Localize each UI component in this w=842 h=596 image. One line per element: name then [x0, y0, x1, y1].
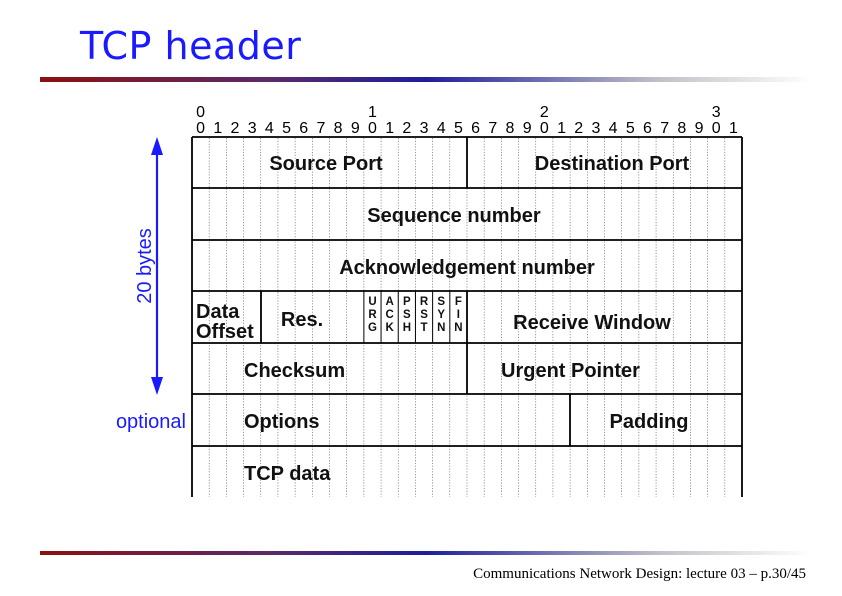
flag-letter: A	[386, 296, 394, 308]
receive-window-label: Receive Window	[513, 312, 671, 334]
reserved-label: Res.	[281, 309, 323, 331]
bit-ruler-unit: 1	[729, 120, 738, 137]
urgent-pointer-label: Urgent Pointer	[501, 360, 640, 382]
bit-ruler-unit: 1	[385, 120, 394, 137]
bit-ruler-unit: 9	[695, 120, 704, 137]
bit-ruler-unit: 8	[334, 120, 343, 137]
bit-ruler-decade: 1	[368, 104, 377, 121]
flag-letter: G	[368, 322, 377, 334]
bit-ruler-unit: 3	[591, 120, 600, 137]
optional-label: optional	[116, 411, 186, 433]
flag-letter: K	[386, 322, 395, 334]
flag-letter: N	[454, 322, 462, 334]
footer-rule	[40, 551, 812, 555]
bit-ruler-unit: 4	[437, 120, 446, 137]
bit-ruler-unit: 6	[299, 120, 308, 137]
bit-ruler-unit: 1	[557, 120, 566, 137]
bit-ruler-unit: 0	[712, 120, 721, 137]
title-rule	[40, 77, 812, 82]
slide-footer: Communications Network Design: lecture 0…	[473, 566, 806, 582]
bit-ruler-unit: 2	[231, 120, 240, 137]
bit-ruler-unit: 6	[643, 120, 652, 137]
flag-letter: R	[420, 296, 429, 308]
bit-ruler-unit: 4	[265, 120, 274, 137]
flag-syn: SYN	[437, 296, 445, 334]
flag-letter: T	[421, 322, 428, 334]
checksum-label: Checksum	[244, 360, 345, 382]
flag-letter: S	[403, 309, 411, 321]
flag-letter: S	[437, 296, 445, 308]
options-label: Options	[244, 411, 320, 433]
ack-number-label: Acknowledgement number	[339, 257, 595, 279]
bit-ruler-unit: 2	[402, 120, 411, 137]
flag-fin: FIN	[454, 296, 462, 334]
flag-letter: C	[386, 309, 394, 321]
bit-ruler-unit: 9	[351, 120, 360, 137]
bit-ruler-decade: 3	[712, 104, 721, 121]
size-annotation: 20 bytes	[134, 137, 163, 395]
flag-letter: F	[455, 296, 462, 308]
flag-letter: Y	[437, 309, 445, 321]
slide-title: TCP header	[80, 24, 302, 68]
flag-psh: PSH	[403, 296, 411, 334]
destination-port-label: Destination Port	[535, 153, 690, 175]
bit-ruler-unit: 6	[471, 120, 480, 137]
bit-ruler-unit: 2	[574, 120, 583, 137]
header-outline	[191, 136, 743, 497]
bit-ruler-unit: 8	[506, 120, 515, 137]
bit-ruler-unit: 7	[660, 120, 669, 137]
bit-ruler-unit: 0	[368, 120, 377, 137]
flag-letter: U	[368, 296, 376, 308]
size-label: 20 bytes	[134, 228, 156, 304]
flag-letter: R	[368, 309, 377, 321]
flag-urg: URG	[368, 296, 377, 334]
bit-ruler-unit: 9	[523, 120, 532, 137]
bit-ruler-unit: 4	[609, 120, 618, 137]
bit-ruler-unit: 3	[248, 120, 257, 137]
bit-ruler-unit: 0	[540, 120, 549, 137]
flag-letter: S	[420, 309, 428, 321]
bit-ruler-unit: 3	[420, 120, 429, 137]
sequence-number-label: Sequence number	[367, 205, 541, 227]
bit-ruler-unit: 0	[196, 120, 205, 137]
padding-label: Padding	[610, 411, 689, 433]
data-offset-label-line2: Offset	[196, 321, 254, 343]
bit-ruler-unit: 1	[213, 120, 222, 137]
flag-rst: RST	[420, 296, 429, 334]
bit-ruler-unit: 7	[488, 120, 497, 137]
bit-ruler-unit: 7	[316, 120, 325, 137]
flag-letter: H	[403, 322, 411, 334]
bit-ruler-unit: 5	[454, 120, 463, 137]
bit-ruler-decade: 0	[196, 104, 205, 121]
source-port-label: Source Port	[269, 153, 383, 175]
flag-ack: ACK	[386, 296, 395, 334]
bit-ruler-unit: 5	[282, 120, 291, 137]
bit-ruler-unit: 5	[626, 120, 635, 137]
tcp-data-label: TCP data	[244, 463, 331, 485]
data-offset-label-line1: Data	[196, 301, 240, 323]
bit-ruler-decade: 2	[540, 104, 549, 121]
flag-letter: I	[457, 309, 460, 321]
flag-letter: P	[403, 296, 411, 308]
flag-separators	[363, 291, 451, 343]
bit-ruler-unit: 8	[677, 120, 686, 137]
flag-letter: N	[437, 322, 445, 334]
